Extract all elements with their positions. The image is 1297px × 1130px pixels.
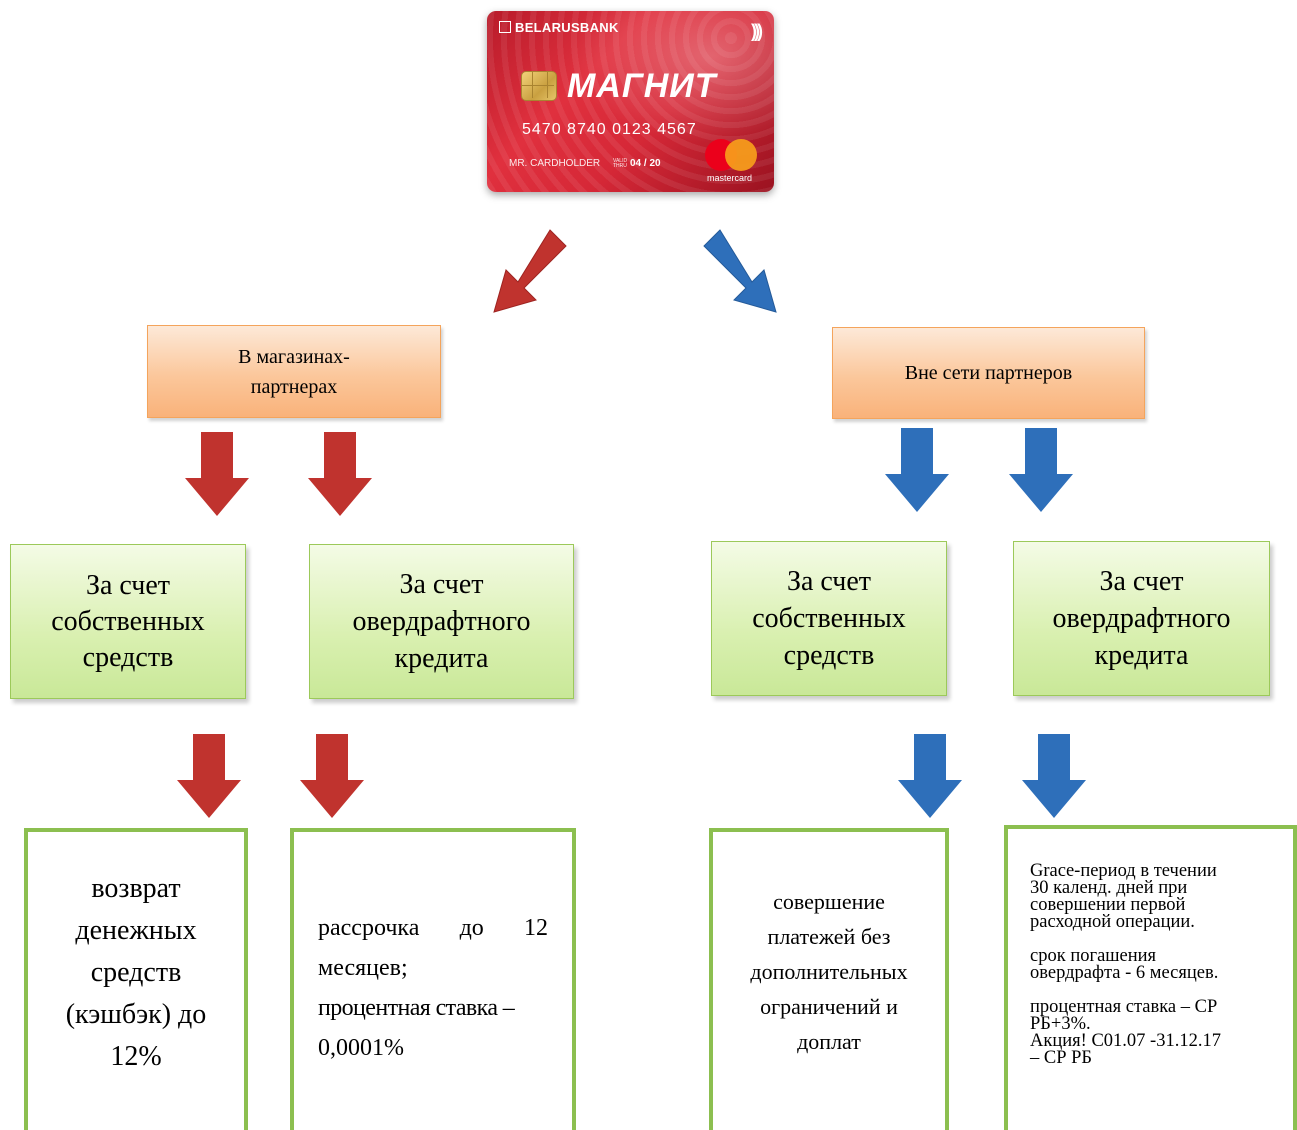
red-down-arrow-icon — [185, 432, 249, 516]
red-down-arrow-icon — [308, 432, 372, 516]
left-own-funds-label: За счет собственных средств — [51, 569, 205, 673]
bank-logo-icon — [499, 21, 511, 33]
card-bank-name: BELARUSBANK — [499, 20, 619, 35]
installment-line-1: рассрочка до 12 — [318, 915, 548, 941]
blue-down-arrow-icon — [898, 734, 962, 818]
blue-down-arrow-icon — [1022, 734, 1086, 818]
chip-icon — [521, 71, 557, 101]
card-valid-date: 04 / 20 — [630, 158, 661, 169]
installment-line-4: 0,0001% — [318, 1035, 404, 1061]
card-valid-label: VALID THRU — [613, 158, 628, 169]
outside-partners-label: Вне сети партнеров — [904, 361, 1073, 384]
cashback-detail-text: возврат денежных средств (кэшбэк) до 12% — [65, 873, 207, 1072]
contactless-icon: ))) — [751, 21, 763, 41]
blue-diagonal-arrow-icon — [703, 229, 777, 313]
right-own-funds-label: За счет собственных средств — [752, 566, 906, 671]
left-overdraft-box: За счет овердрафтного кредита — [309, 544, 574, 699]
partner-stores-label: В магазинах- партнерах — [238, 345, 350, 398]
magnit-card-image: BELARUSBANK ))) МАГНИТ 5470 8740 0123 45… — [487, 11, 774, 192]
outside-partners-box: Вне сети партнеров — [832, 327, 1145, 419]
card-bank-label: BELARUSBANK — [515, 20, 619, 35]
red-diagonal-arrow-icon — [493, 229, 567, 313]
mastercard-orange-circle-icon — [725, 139, 757, 171]
partner-stores-box: В магазинах- партнерах — [147, 325, 441, 418]
right-overdraft-label: За счет овердрафтного кредита — [1052, 566, 1231, 671]
no-limits-detail-box: совершение платежей без дополнительных о… — [709, 828, 949, 1130]
cashback-detail-box: возврат денежных средств (кэшбэк) до 12% — [24, 828, 248, 1130]
installment-detail-box: рассрочка до 12 месяцев; процентная став… — [290, 828, 576, 1130]
blue-down-arrow-icon — [1009, 428, 1073, 512]
mastercard-text: mastercard — [707, 173, 753, 183]
blue-down-arrow-icon — [885, 428, 949, 512]
installment-line-2: месяцев; — [318, 955, 408, 981]
interest-rate-text: процентная ставка – СР РБ+3%. Акция! С01… — [1030, 997, 1221, 1068]
grace-period-text: Grace-период в течении 30 календ. дней п… — [1030, 861, 1217, 932]
installment-line-3: процентная ставка – — [318, 995, 515, 1021]
mastercard-logo: mastercard — [705, 139, 765, 187]
card-brand: МАГНИТ — [567, 67, 717, 105]
red-down-arrow-icon — [300, 734, 364, 818]
grace-period-detail-box: Grace-период в течении 30 календ. дней п… — [1004, 825, 1297, 1130]
left-overdraft-label: За счет овердрафтного кредита — [352, 569, 531, 674]
right-own-funds-box: За счет собственных средств — [711, 541, 947, 696]
card-holder: MR. CARDHOLDER — [509, 158, 601, 169]
red-down-arrow-icon — [177, 734, 241, 818]
right-overdraft-box: За счет овердрафтного кредита — [1013, 541, 1270, 696]
installment-detail: рассрочка до 12 месяцев; процентная став… — [318, 908, 548, 1068]
card-number: 5470 8740 0123 4567 — [522, 121, 697, 138]
left-own-funds-box: За счет собственных средств — [10, 544, 246, 699]
repayment-term-text: срок погашения овердрафта - 6 месяцев. — [1030, 946, 1219, 983]
grace-period-detail: Grace-период в течении 30 календ. дней п… — [1030, 861, 1291, 1068]
no-limits-detail-text: совершение платежей без дополнительных о… — [750, 889, 908, 1054]
